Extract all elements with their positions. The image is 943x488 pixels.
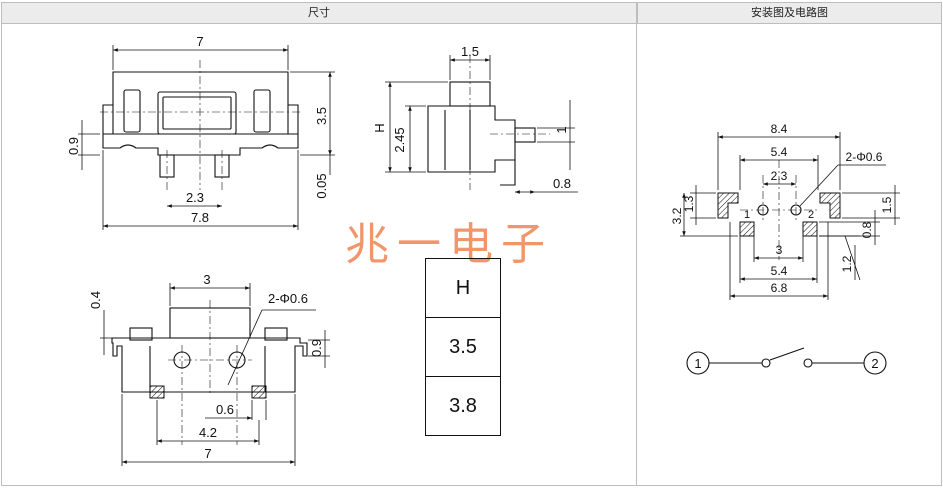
footprint-bottom-h-label: 1.2 <box>840 255 854 272</box>
panel-dimensions <box>1 24 637 486</box>
footprint-left-h1-label: 1.3 <box>682 195 696 212</box>
bottom-holes-label: 2-Φ0.6 <box>268 291 308 306</box>
footprint-view: 1 2 8.4 5.4 2.3 2-Φ0.6 1.3 <box>670 122 900 300</box>
side-foot-label: 0.8 <box>553 176 571 191</box>
front-view: 7 3.5 0.05 0.9 2.3 7.8 <box>66 34 335 230</box>
height-table: H 3.5 3.8 <box>425 258 501 436</box>
footprint-pin2-label: 2 <box>808 209 814 221</box>
side-actuator-height-label: 1 <box>554 126 569 133</box>
footprint-right-h2-label: 0.8 <box>860 221 874 238</box>
bottom-pad-span-label: 4.2 <box>199 425 217 440</box>
front-left-height-label: 0.9 <box>66 137 81 155</box>
front-pin-offset-label: 0.05 <box>314 173 329 198</box>
circuit-terminal-1: 1 <box>694 356 701 371</box>
footprint-holes-label: 2-Φ0.6 <box>846 150 883 164</box>
footprint-right-h1-label: 1.5 <box>880 196 894 213</box>
header-install-circuit: 安装图及电路图 <box>637 2 942 24</box>
bottom-view: 3 2-Φ0.6 0.4 0.9 0.6 4.2 <box>88 272 330 466</box>
bottom-total-label: 7 <box>204 446 211 461</box>
height-table-row: 3.5 <box>425 317 501 377</box>
circuit-diagram: 1 2 <box>686 347 887 375</box>
footprint-bottom-inner-label: 5.4 <box>771 264 788 278</box>
bottom-leg-height-label: 0.9 <box>309 339 324 357</box>
side-view: 1.5 H 2.45 1 0.8 <box>372 44 578 194</box>
front-width-top-label: 7 <box>196 34 203 49</box>
footprint-pad-gap-label: 3 <box>776 243 783 257</box>
panel-install <box>637 24 942 486</box>
height-table-header: H <box>425 258 501 318</box>
circuit-terminal-2: 2 <box>871 356 878 371</box>
side-body-height-label: 2.45 <box>392 127 407 152</box>
footprint-hole-pitch-label: 2.3 <box>771 169 788 183</box>
footprint-bottom-outer-label: 6.8 <box>771 281 788 295</box>
bottom-actuator-width-label: 3 <box>203 272 210 287</box>
footprint-width-outer-label: 8.4 <box>771 122 788 136</box>
header-dimensions: 尺寸 <box>1 2 637 24</box>
front-pin-pitch-label: 2.3 <box>186 190 204 205</box>
footprint-width-inner-label: 5.4 <box>771 145 788 159</box>
bottom-pad-label: 0.6 <box>216 402 234 417</box>
height-table-row: 3.8 <box>425 376 501 436</box>
bottom-top-offset-label: 0.4 <box>88 291 103 309</box>
side-height-h-label: H <box>372 123 387 132</box>
footprint-pin1-label: 1 <box>744 209 750 221</box>
front-total-width-label: 7.8 <box>191 210 209 225</box>
footprint-left-h2-label: 3.2 <box>670 207 684 224</box>
front-height-label: 3.5 <box>314 107 329 125</box>
side-actuator-width-label: 1.5 <box>461 44 479 59</box>
